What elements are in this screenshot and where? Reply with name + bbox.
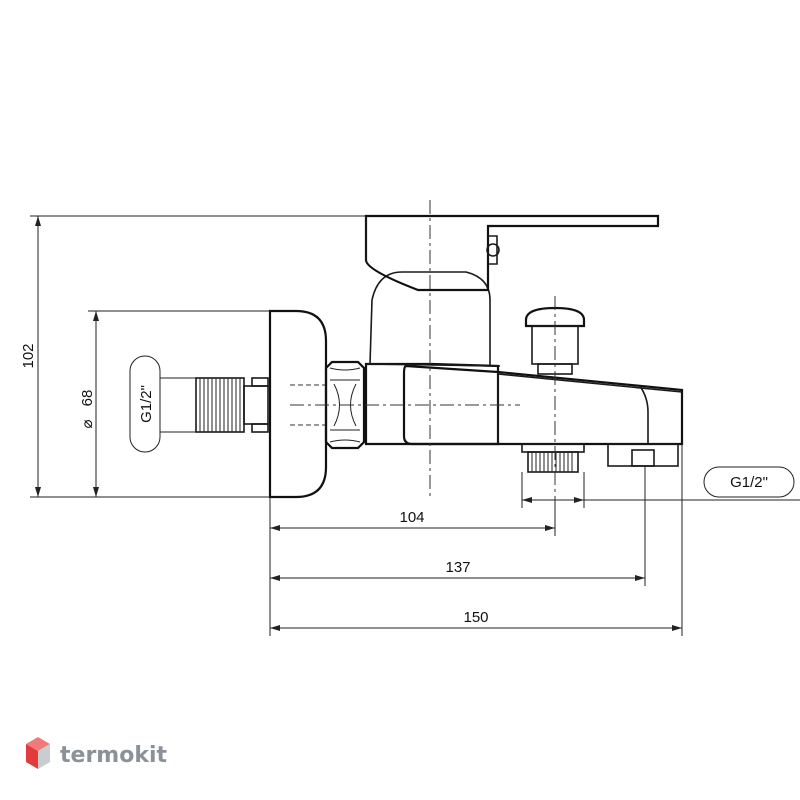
right-thread-label: G1/2" bbox=[730, 474, 768, 491]
lever-handle bbox=[364, 214, 660, 292]
mixer-body bbox=[364, 271, 501, 446]
right-thread-callout bbox=[521, 466, 800, 508]
flange-diameter-label: 68 bbox=[79, 390, 96, 407]
dim-137-label: 137 bbox=[445, 559, 470, 576]
brand-name: termokit bbox=[60, 743, 167, 768]
flange-diameter-symbol: ⌀ bbox=[79, 419, 96, 428]
left-thread-label: G1/2" bbox=[138, 385, 155, 423]
left-thread-callout bbox=[129, 355, 196, 453]
flange-diameter-dimension bbox=[88, 310, 276, 497]
hexagon-cube-logo-icon bbox=[26, 737, 50, 769]
height-dimension-label: 102 bbox=[20, 343, 37, 368]
horizontal-dimensions bbox=[269, 444, 683, 636]
height-dimension bbox=[30, 215, 366, 498]
hex-nut bbox=[324, 360, 366, 450]
dim-104-label: 104 bbox=[399, 509, 424, 526]
center-lines bbox=[290, 200, 556, 520]
wall-flange bbox=[268, 309, 328, 499]
spout bbox=[402, 364, 684, 467]
wall-connector-thread bbox=[195, 377, 269, 433]
dim-150-label: 150 bbox=[463, 609, 488, 626]
shower-outlet-thread bbox=[521, 443, 585, 473]
